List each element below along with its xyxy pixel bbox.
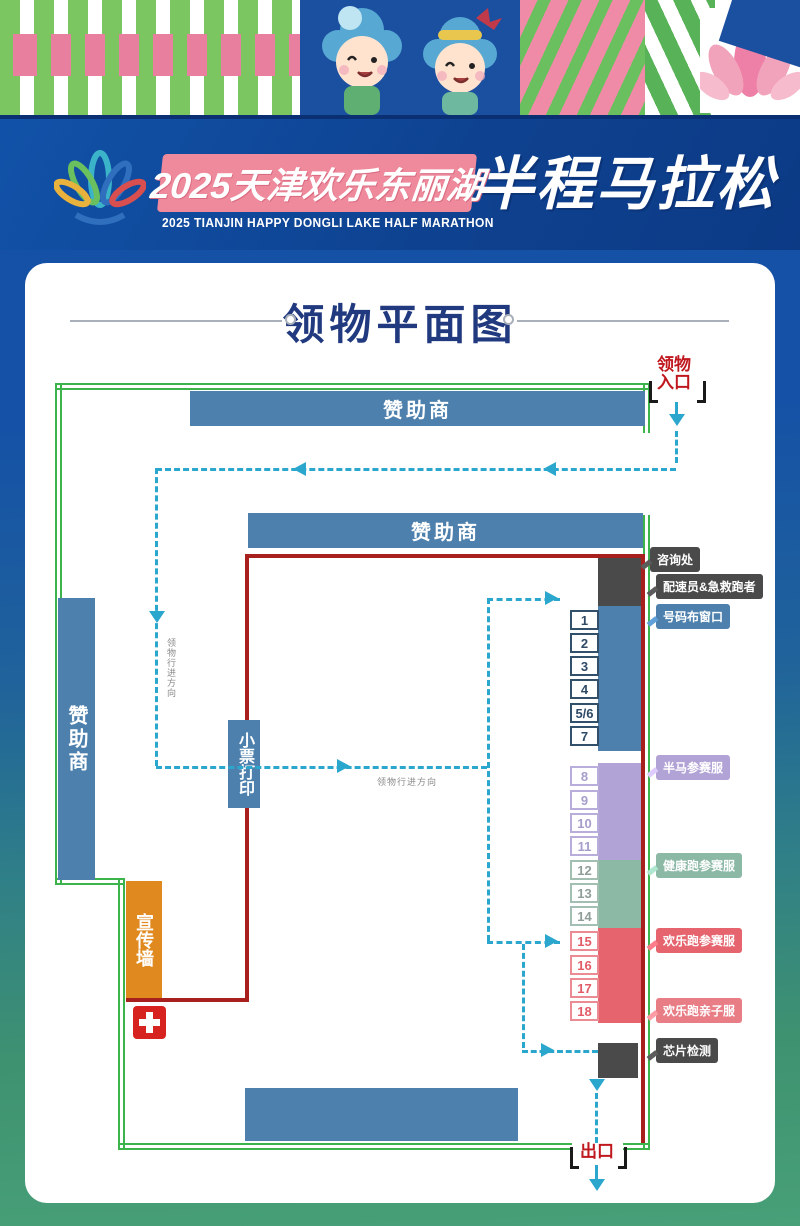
- window-13: 13: [570, 883, 599, 903]
- route-right: [641, 554, 645, 1143]
- sponsor-bar-left: 赞助商: [58, 598, 95, 880]
- window-2: 2: [570, 633, 599, 653]
- entrance-label-line2: 入口: [657, 372, 691, 392]
- flow-v-center: [487, 598, 490, 941]
- flow-h-top: [156, 468, 676, 471]
- boundary-right-upper: [643, 383, 650, 433]
- promo-wall-label: 宣传墙: [126, 881, 162, 998]
- flow-arrow-left-2-icon: [543, 462, 556, 476]
- window-15: 15: [570, 931, 599, 951]
- badge-half-marathon-kit: 半马参赛服: [656, 755, 731, 780]
- entrance-arrow-icon: [669, 414, 685, 426]
- flow-v-exit: [595, 1093, 598, 1143]
- flow-arrow-left-1-icon: [293, 462, 306, 476]
- window-18: 18: [570, 1001, 599, 1021]
- flow-direction-label-vertical: 领物行进方向: [166, 638, 176, 698]
- exit-arrow-stem: [595, 1165, 598, 1179]
- info-pacer-block: [598, 556, 641, 606]
- map-title: 领物平面图: [282, 301, 518, 348]
- entrance-label: 领物 入口: [657, 356, 691, 392]
- medical-cross-icon: [133, 1006, 166, 1039]
- sponsor-bar-middle: 赞助商: [248, 513, 643, 548]
- window-8: 8: [570, 766, 599, 786]
- flow-h-to-chip: [522, 1050, 598, 1053]
- badge-chip-check: 芯片检测: [656, 1038, 719, 1063]
- boundary-right-lower: [643, 515, 650, 1150]
- entrance-arrow-stem: [675, 402, 678, 414]
- window-9: 9: [570, 790, 599, 810]
- sponsor-bar-bottom: [245, 1088, 518, 1141]
- pink-diagonal-pattern: [520, 0, 645, 115]
- window-5-6: 5/6: [570, 703, 599, 723]
- window-16: 16: [570, 955, 599, 975]
- window-11: 11: [570, 836, 599, 856]
- window-1: 1: [570, 610, 599, 630]
- pink-stripes-pattern: [0, 34, 310, 76]
- badge-health-run-kit: 健康跑参赛服: [656, 853, 743, 878]
- boundary-step: [55, 878, 125, 885]
- badge-bib-window: 号码布窗口: [656, 604, 731, 629]
- receipt-print-label: 小票打印: [228, 720, 260, 808]
- sponsor-label: 赞助商: [411, 522, 480, 544]
- flow-direction-label-middle: 领物行进方向: [377, 777, 438, 787]
- exit-bracket-right: [618, 1147, 627, 1169]
- flow-arrow-chip-icon: [541, 1043, 554, 1057]
- badge-information-desk: 咨询处: [650, 547, 701, 572]
- chip-check-block: [598, 1043, 638, 1078]
- window-14: 14: [570, 906, 599, 926]
- title-circle-right: [503, 314, 514, 325]
- window-4: 4: [570, 679, 599, 699]
- flow-arrow-bib-icon: [545, 591, 558, 605]
- badge-family-run-kit: 欢乐跑亲子服: [656, 998, 743, 1023]
- boundary-top: [55, 383, 650, 390]
- map-card: 领物平面图 赞助商 赞助商 赞助商 1 2 3 4 5/6 7 8 9 10 1…: [25, 263, 775, 1203]
- flow-h-middle: [156, 766, 487, 769]
- half-marathon-block: [598, 763, 641, 860]
- bib-windows-block: [598, 606, 641, 751]
- flow-arrow-down-icon: [149, 611, 165, 623]
- flow-arrow-funrun-icon: [545, 934, 558, 948]
- title-line-right: [517, 320, 729, 322]
- window-3: 3: [570, 656, 599, 676]
- boundary-bottom-right: [623, 1143, 650, 1150]
- event-logo-lotus: [54, 150, 146, 225]
- sponsor-label: 赞助商: [383, 400, 452, 422]
- window-12: 12: [570, 860, 599, 880]
- flow-h-to-bib: [487, 598, 560, 601]
- title-circle-left: [285, 314, 296, 325]
- title-line-left: [70, 320, 282, 322]
- decorative-banner: [0, 0, 800, 115]
- badge-fun-run-kit: 欢乐跑参赛服: [656, 928, 743, 953]
- flow-arrow-right-1-icon: [337, 759, 350, 773]
- health-run-block: [598, 860, 641, 928]
- route-top: [245, 554, 645, 558]
- sponsor-bar-top: 赞助商: [190, 391, 645, 426]
- badge-pacer-rescue: 配速员&急救跑者: [656, 574, 763, 599]
- window-10: 10: [570, 813, 599, 833]
- window-17: 17: [570, 978, 599, 998]
- exit-bracket-left: [570, 1147, 579, 1169]
- entrance-bracket-right: [697, 381, 706, 403]
- route-bottom-left: [126, 998, 249, 1002]
- flow-v-entrance: [675, 431, 678, 463]
- exit-label: 出口: [578, 1142, 616, 1161]
- boundary-bottom-left: [118, 1143, 572, 1150]
- window-7: 7: [570, 726, 599, 746]
- mascot-illustration: [322, 6, 502, 115]
- boundary-left-lower: [118, 878, 125, 1150]
- entrance-bracket-left: [649, 381, 658, 403]
- exit-arrow-icon: [589, 1179, 605, 1191]
- event-title-main: 半程马拉松: [476, 152, 777, 217]
- flow-arrow-exit-top-icon: [589, 1079, 605, 1091]
- sponsor-label: 赞助商: [65, 704, 87, 774]
- event-header: 2025天津欢乐东丽湖 2025 TIANJIN HAPPY DONGLI LA…: [0, 115, 800, 250]
- event-subtitle-en: 2025 TIANJIN HAPPY DONGLI LAKE HALF MARA…: [162, 216, 494, 230]
- entrance-label-line1: 领物: [657, 355, 691, 374]
- fun-run-block: [598, 928, 641, 1023]
- flow-v-lower: [522, 944, 525, 1048]
- event-title-zh: 2025天津欢乐东丽湖: [149, 154, 485, 212]
- flow-h-to-funrun: [487, 941, 560, 944]
